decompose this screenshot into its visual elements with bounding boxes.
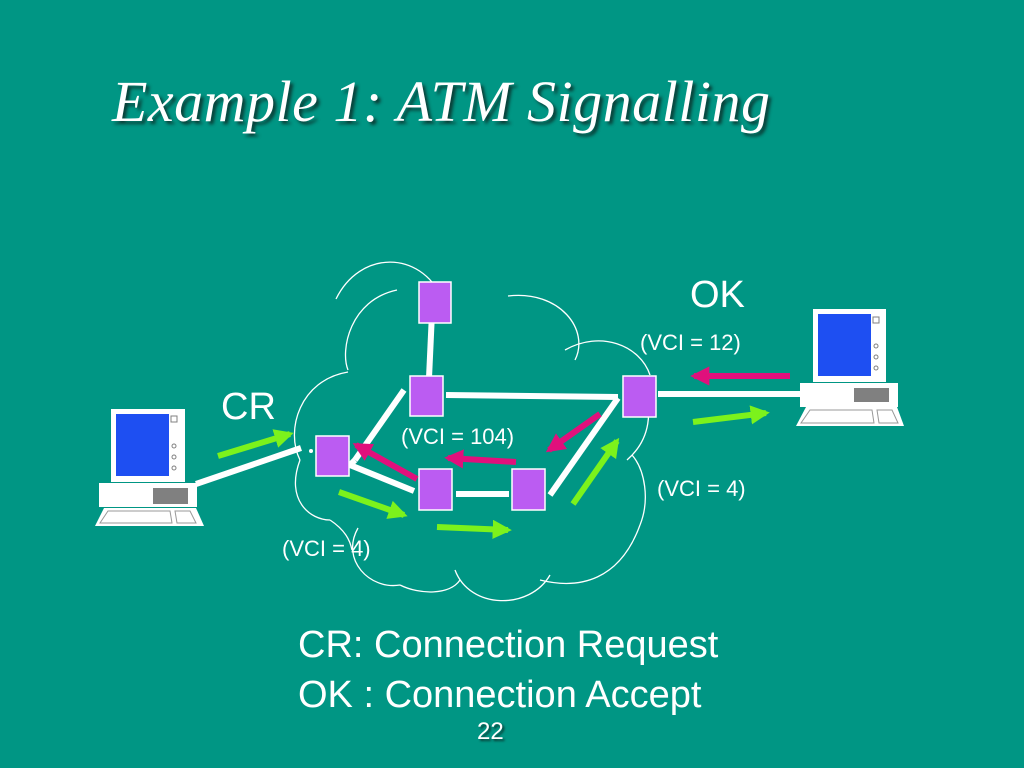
request-arrow bbox=[217, 429, 294, 459]
accept-arrow bbox=[545, 411, 602, 453]
legend-cr: CR: Connection Request bbox=[298, 624, 719, 666]
accept-arrow bbox=[352, 442, 419, 482]
link-dot bbox=[309, 449, 313, 453]
network-links bbox=[195, 312, 800, 497]
switch-left bbox=[315, 435, 350, 477]
slide-title: Example 1: ATM Signalling bbox=[112, 69, 771, 134]
switch-right bbox=[622, 375, 657, 418]
page-number: 22 bbox=[477, 718, 504, 745]
switch-bottom-left bbox=[418, 468, 453, 511]
cloud-arc bbox=[344, 289, 398, 371]
link-upper-mid-right bbox=[445, 392, 619, 400]
cr-label: CR bbox=[221, 386, 276, 428]
switch-upper-mid bbox=[409, 375, 444, 417]
switch-bottom-right bbox=[511, 468, 546, 511]
legend-ok: OK : Connection Accept bbox=[298, 674, 702, 716]
atm-network-cloud bbox=[293, 261, 651, 602]
cloud-arc bbox=[352, 527, 401, 587]
cloud-arc bbox=[329, 519, 353, 551]
host-left-computer-icon bbox=[95, 409, 204, 526]
request-arrow bbox=[436, 519, 512, 539]
cloud-arc bbox=[454, 569, 551, 602]
accept-arrow bbox=[444, 449, 517, 469]
cloud-arc bbox=[294, 459, 331, 521]
request-arrow bbox=[570, 437, 620, 506]
link-bottom-right-right bbox=[547, 396, 621, 497]
atm-switches bbox=[315, 281, 657, 511]
link-host-left-switch-left bbox=[195, 445, 302, 487]
host-right-computer-icon bbox=[796, 309, 904, 426]
cloud-arc bbox=[399, 579, 461, 593]
cloud-arc bbox=[507, 294, 580, 361]
cloud-arc bbox=[631, 454, 646, 526]
ok-label: OK bbox=[690, 274, 745, 316]
request-arrow bbox=[692, 405, 770, 425]
accept-arrows bbox=[352, 366, 790, 482]
switch-top bbox=[418, 281, 452, 324]
vci-4-left-label: (VCI = 4) bbox=[282, 536, 371, 561]
request-arrow bbox=[337, 489, 408, 519]
cloud-arc bbox=[539, 524, 641, 585]
link-top-upper-mid bbox=[426, 312, 435, 379]
vci-104-label: (VCI = 104) bbox=[401, 424, 515, 449]
vci-4-right-label: (VCI = 4) bbox=[657, 476, 746, 501]
request-arrows bbox=[217, 405, 770, 539]
link-left-bottom-left bbox=[344, 457, 416, 494]
cloud-arc bbox=[564, 340, 651, 376]
vci-12-label: (VCI = 12) bbox=[640, 330, 741, 355]
